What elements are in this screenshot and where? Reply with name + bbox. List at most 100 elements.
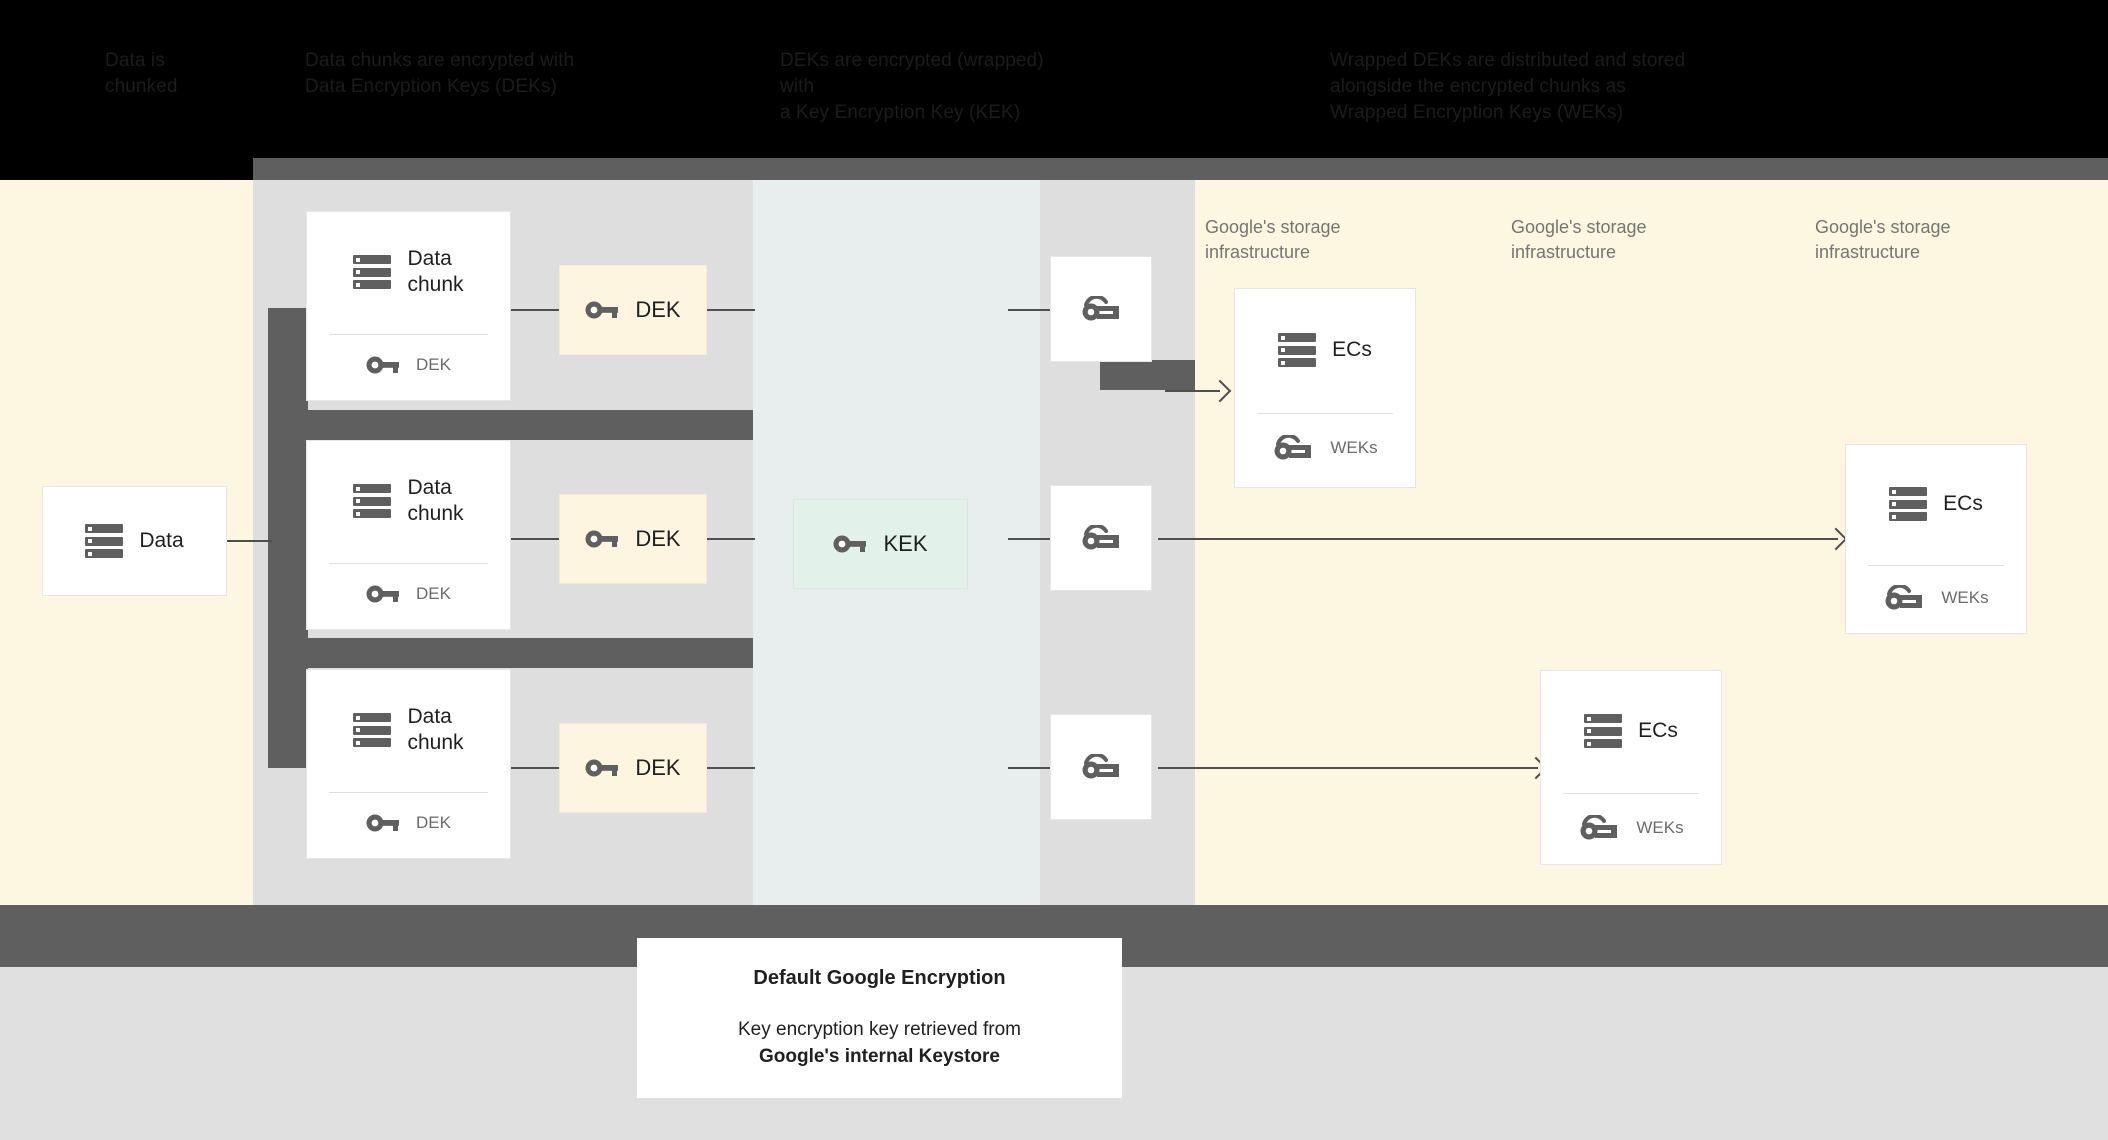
connector-dek3-out [707,767,755,769]
ecs-card-3-key-label: WEKs [1636,817,1684,837]
wrapped-key-stub-bar [1100,360,1195,390]
chunk-3-key-label: DEK [416,813,451,832]
caption-box: Default Google Encryption Key encryption… [637,938,1122,1098]
kek-box-label: KEK [883,531,928,556]
chunk-2-key-label: DEK [416,584,451,603]
card-divider [329,792,488,793]
caption-body-line2: Google's internal Keystore [758,1045,1000,1067]
dek-box-3[interactable]: DEK [559,723,707,813]
key-icon [585,301,619,319]
header-col1-line2: chunked [105,76,178,97]
header-col4-line1: Wrapped DEKs are distributed and stored [1330,50,1686,71]
wrapped-key-box-2[interactable] [1050,485,1152,591]
card-divider [1563,793,1699,794]
header-separator-bar [0,158,2108,180]
key-icon [585,759,619,777]
key-icon [585,530,619,548]
ecs-card-3[interactable]: ECs WEKs [1540,670,1722,865]
header-col3-line1: DEKs are encrypted (wrapped) with [780,50,1044,97]
chunk-bracket-stub-2 [268,638,753,668]
arrow-line-to-ecs-3 [1158,767,1538,769]
infra-label-3: Google's storage infrastructure [1815,215,1995,265]
server-icon [353,713,392,747]
key-icon [366,814,400,832]
connector-chunk3-dek3 [511,767,559,769]
caption-title: Default Google Encryption [753,966,1006,989]
connector-dek1-out [707,309,755,311]
ecs-card-1-key-label: WEKs [1330,438,1378,457]
connector-dek2-out [707,538,755,540]
header-column-1: Data is chunked [105,48,295,100]
wrapped-key-icon [1082,754,1119,779]
dek-box-1[interactable]: DEK [559,265,707,355]
chunk-bracket-vertical [268,308,308,768]
dek-box-3-label: DEK [635,755,681,780]
wrapped-key-box-1[interactable] [1050,256,1152,362]
arrow-line-to-ecs-2 [1158,538,1838,540]
wrapped-key-icon [1082,296,1119,321]
source-data-card[interactable]: Data [42,486,227,596]
server-icon [353,484,392,518]
dek-box-2-label: DEK [635,526,681,551]
ecs-card-1[interactable]: ECs WEKs [1234,288,1416,488]
key-icon [366,356,400,374]
infra-label-2-line1: Google's storage [1511,217,1647,237]
wrapped-key-icon [1580,814,1618,839]
header-column-3: DEKs are encrypted (wrapped) with a Key … [780,48,1080,126]
infra-label-1-line1: Google's storage [1205,217,1341,237]
header-column-4: Wrapped DEKs are distributed and stored … [1330,48,1750,126]
chunk-bracket-stub-1 [268,410,753,440]
ecs-card-3-title: ECs [1638,719,1678,742]
arrow-line-to-ecs-1 [1165,390,1220,392]
connector-chunk2-dek2 [511,538,559,540]
kek-box[interactable]: KEK [793,499,968,589]
card-divider [329,563,488,564]
wrapped-key-icon [1082,525,1119,550]
server-icon [1584,714,1623,748]
header-col2-line1: Data chunks are encrypted with [305,50,575,71]
header-col4-line2: alongside the encrypted chunks as [1330,76,1626,97]
header-col2-line2: Data Encryption Keys (DEKs) [305,76,557,97]
connector-kek-to-wrapped-key-2 [1008,538,1050,540]
header-col1-line1: Data is [105,50,165,71]
key-icon [833,535,867,553]
dek-box-2[interactable]: DEK [559,494,707,584]
chunk-1-key-label: DEK [416,355,451,374]
wrapped-key-icon [1274,435,1312,460]
source-data-label: Data [139,529,184,552]
header-strip: Data is chunked Data chunks are encrypte… [0,0,2108,158]
caption-body-line1: Key encryption key retrieved from [737,1018,1021,1040]
wrapped-key-box-3[interactable] [1050,714,1152,820]
ecs-card-2-title: ECs [1943,492,1983,515]
header-col4-line3: Wrapped Encryption Keys (WEKs) [1330,102,1624,123]
ecs-card-2[interactable]: ECs WEKs [1845,444,2027,634]
server-icon [85,524,124,558]
infra-label-2-line2: infrastructure [1511,242,1617,262]
connector-to-wrapped-key-1 [1008,309,1050,311]
card-divider [1257,413,1393,414]
connector-to-wrapped-key-3 [1008,767,1050,769]
server-icon [353,255,392,289]
infra-label-3-line1: Google's storage [1815,217,1951,237]
server-icon [1278,333,1317,367]
server-icon [1889,487,1928,521]
header-column-2: Data chunks are encrypted with Data Encr… [305,48,595,100]
key-icon [366,585,400,603]
card-divider [1868,565,2004,566]
infra-label-1-line2: infrastructure [1205,242,1311,262]
header-col3-line2: a Key Encryption Key (KEK) [780,102,1021,123]
infra-label-3-line2: infrastructure [1815,242,1921,262]
infra-label-2: Google's storage infrastructure [1511,215,1691,265]
ecs-card-2-key-label: WEKs [1941,588,1989,607]
connector-chunk1-dek1 [511,309,559,311]
wrapped-key-icon [1885,585,1923,610]
infra-label-1: Google's storage infrastructure [1205,215,1385,265]
dek-box-1-label: DEK [635,297,681,322]
